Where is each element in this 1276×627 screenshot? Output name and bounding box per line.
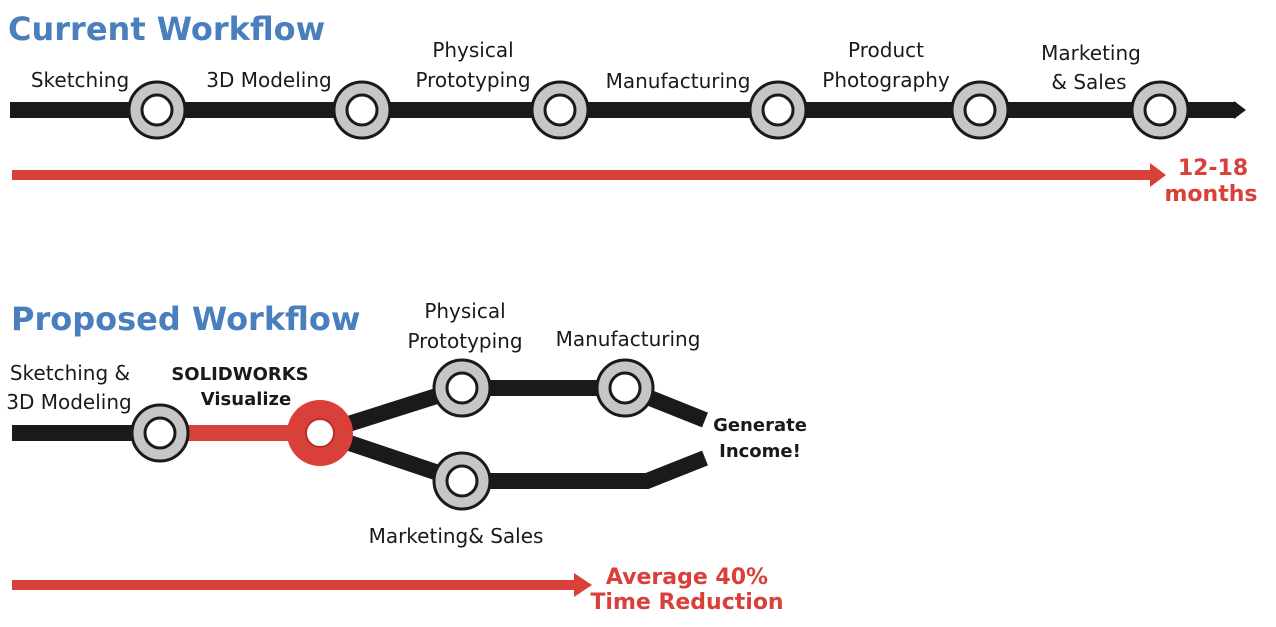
step-label-prototyping: Prototyping xyxy=(415,68,530,92)
step-label-photography: Photography xyxy=(822,68,950,92)
step-label-product: Product xyxy=(848,38,924,62)
current-track xyxy=(10,101,1246,119)
sketching-node xyxy=(130,403,190,463)
step-label-manufacturing: Manufacturing xyxy=(606,69,751,93)
reduction-label-line1: Average 40% xyxy=(606,565,768,590)
proposed-duration-arrow xyxy=(12,573,592,597)
current-duration-unit: months xyxy=(1165,182,1258,207)
income-label-line1: Generate xyxy=(713,415,807,436)
step-node-1 xyxy=(127,80,187,140)
step-label-3d-modeling: 3D Modeling xyxy=(206,68,331,92)
current-duration-value: 12-18 xyxy=(1178,156,1248,181)
sketching-label-line1: Sketching & xyxy=(10,361,130,385)
prototyping-label-line1: Physical xyxy=(424,299,505,323)
sketching-label-line2: 3D Modeling xyxy=(6,390,131,414)
visualize-label-line1: SOLIDWORKS xyxy=(171,364,308,385)
step-label-and-sales: & Sales xyxy=(1051,70,1126,94)
lower-branch-track xyxy=(317,425,708,489)
current-duration-arrow xyxy=(12,163,1166,187)
step-node-3 xyxy=(530,80,590,140)
proposed-start-track xyxy=(12,425,162,441)
marketing-label: Marketing& Sales xyxy=(369,524,544,548)
proposed-workflow-title: Proposed Workflow xyxy=(11,300,360,338)
upper-branch-track xyxy=(317,380,708,441)
step-label-sketching: Sketching xyxy=(31,68,129,92)
manufacturing-node xyxy=(595,358,655,418)
step-label-physical: Physical xyxy=(432,38,513,62)
visualize-label-line2: Visualize xyxy=(201,389,291,410)
prototyping-node xyxy=(432,358,492,418)
manufacturing-label: Manufacturing xyxy=(556,327,701,351)
reduction-label-line2: Time Reduction xyxy=(590,590,783,615)
step-node-4 xyxy=(748,80,808,140)
marketing-node xyxy=(432,451,492,511)
visualize-track xyxy=(160,425,320,441)
visualize-node xyxy=(287,400,353,466)
step-node-5 xyxy=(950,80,1010,140)
step-node-2 xyxy=(332,80,392,140)
step-node-6 xyxy=(1130,80,1190,140)
income-label-line2: Income! xyxy=(719,441,801,462)
current-workflow-title: Current Workflow xyxy=(8,10,325,48)
step-label-marketing: Marketing xyxy=(1041,41,1141,65)
prototyping-label-line2: Prototyping xyxy=(407,329,522,353)
